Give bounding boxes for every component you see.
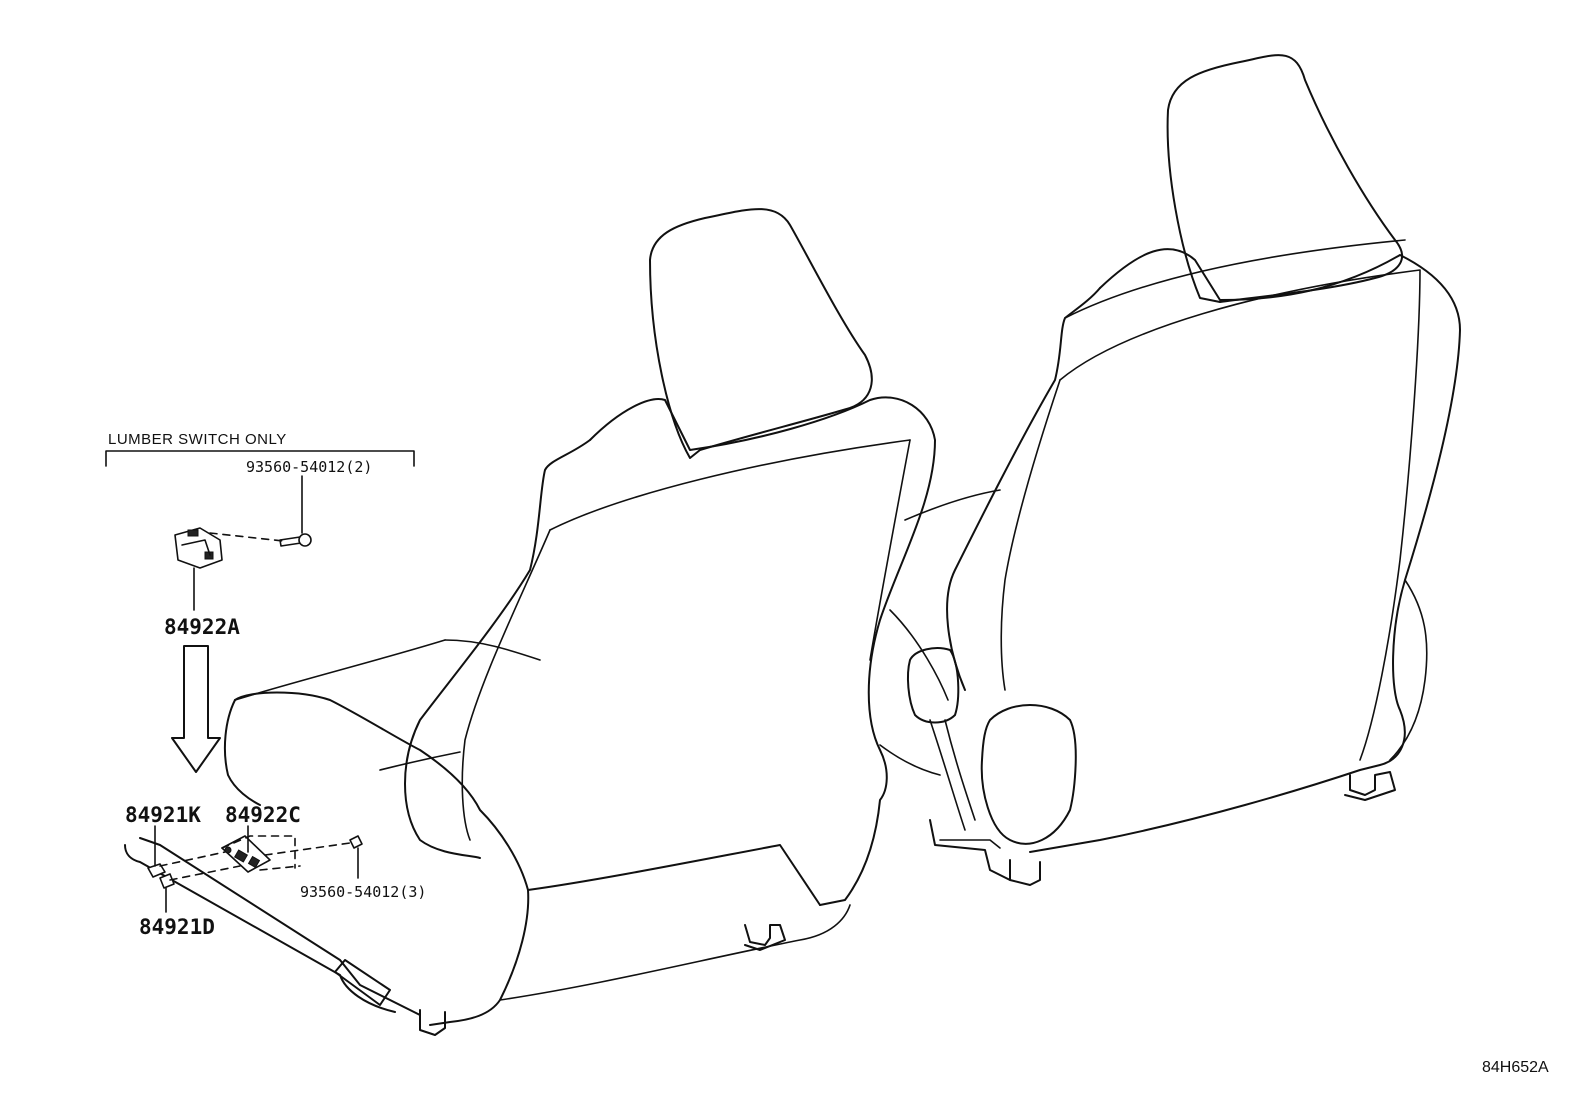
- screw-seat-switch-callout: 93560-54012(3): [300, 883, 426, 901]
- rear-seat-illustration: [879, 54, 1461, 886]
- front-seat-illustration: [124, 208, 936, 1036]
- switch-knob-k-part: [147, 863, 166, 878]
- seat-switch-part: [221, 835, 271, 873]
- lumber-screw-dashed-line: [209, 532, 284, 542]
- lumber-switch-only-note: LUMBER SWITCH ONLY: [108, 431, 287, 448]
- lumber-switch-callout: 84922A: [164, 615, 240, 639]
- lumber-screw-part: [279, 533, 312, 547]
- lumber-bracket-line: [105, 450, 415, 467]
- screw-lumber-callout: 93560-54012(2): [246, 458, 372, 476]
- lumber-switch-part: [174, 527, 223, 569]
- install-direction-arrow: [171, 645, 221, 773]
- seat-switch-callout: 84922C: [225, 803, 301, 827]
- lumber-switch-group: [105, 450, 415, 773]
- switch-knob-k-callout: 84921K: [125, 803, 201, 827]
- seat-switch-group: [147, 825, 363, 913]
- switch-knob-d-callout: 84921D: [139, 915, 215, 939]
- diagram-reference-code: 84H652A: [1482, 1059, 1549, 1076]
- switch-knob-d-part: [159, 873, 175, 889]
- seat-screw-part: [349, 835, 363, 849]
